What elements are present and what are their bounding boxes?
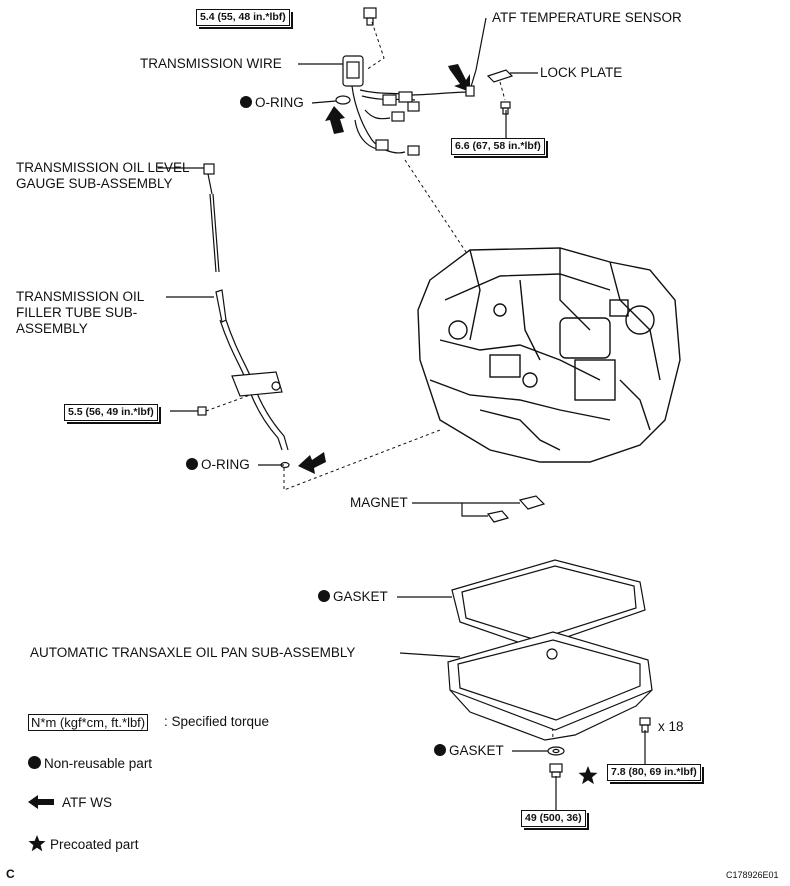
magnet-part-1	[518, 495, 546, 510]
drain-gasket-part	[547, 746, 565, 756]
atf-arrow-oring-bottom	[298, 452, 326, 474]
precoated-star-icon	[28, 835, 46, 852]
label-filler-tube: TRANSMISSION OIL FILLER TUBE SUB-ASSEMBL…	[16, 289, 144, 336]
torque-lock-plate: 6.6 (67, 58 in.*lbf)	[451, 138, 548, 158]
label-bolt-count: x 18	[658, 719, 684, 734]
torque-top-bolt: 5.4 (55, 48 in.*lbf)	[196, 9, 293, 29]
non-reusable-dot-icon	[240, 96, 252, 108]
dash-lock-plate	[499, 81, 506, 101]
label-o-ring-top: O-RING	[240, 95, 304, 111]
torque-filler-tube: 5.5 (56, 49 in.*lbf)	[64, 404, 161, 424]
pan-bolt-part	[639, 717, 651, 733]
dash-filler-bolt	[205, 394, 251, 412]
leader-atf-sensor	[469, 17, 487, 91]
leader-magnet	[412, 502, 488, 517]
corner-letter: C	[6, 867, 15, 881]
level-gauge-part	[203, 163, 220, 273]
legend-non-reusable: Non-reusable part	[28, 756, 152, 772]
dash-o-ring	[283, 429, 441, 491]
label-magnet: MAGNET	[350, 495, 408, 510]
label-gasket-drain: GASKET	[434, 743, 504, 759]
legend-atf-ws: ATF WS	[28, 795, 112, 811]
legend-torque-unit: N*m (kgf*cm, ft.*lbf)	[28, 714, 149, 731]
non-reusable-dot-icon	[186, 458, 198, 470]
dash-harness-body	[404, 159, 471, 259]
oil-pan-part	[447, 631, 653, 741]
non-reusable-dot-icon	[434, 744, 446, 756]
non-reusable-dot-icon	[318, 590, 330, 602]
legend-precoated: Precoated part	[28, 835, 139, 853]
label-level-gauge: TRANSMISSION OIL LEVEL GAUGE SUB-ASSEMBL…	[16, 160, 190, 191]
legend-torque-desc: : Specified torque	[164, 714, 270, 729]
lock-plate-part	[486, 69, 514, 115]
label-atf-temp-sensor: ATF TEMPERATURE SENSOR	[492, 10, 682, 25]
o-ring-bottom-part	[280, 461, 290, 469]
torque-drain-plug: 49 (500, 36)	[521, 810, 589, 830]
precoated-star-icon	[578, 766, 598, 785]
transaxle-body	[417, 247, 681, 463]
atf-arrow-oring-top	[325, 106, 345, 134]
atf-arrow-sensor	[448, 64, 470, 92]
label-oil-pan: AUTOMATIC TRANSAXLE OIL PAN SUB-ASSEMBLY	[30, 645, 356, 660]
torque-pan-bolts: 7.8 (80, 69 in.*lbf)	[607, 764, 704, 784]
magnet-part-2	[486, 510, 510, 523]
atf-arrow-icon	[28, 795, 54, 809]
dash-top-bolt	[365, 21, 385, 71]
label-transmission-wire: TRANSMISSION WIRE	[140, 56, 282, 71]
non-reusable-dot-icon	[28, 756, 41, 769]
o-ring-top-part	[335, 95, 351, 105]
transmission-wire-part	[335, 55, 475, 156]
drain-plug-part	[549, 763, 563, 778]
label-o-ring-bottom: O-RING	[186, 457, 250, 473]
leader-o-ring-top	[311, 100, 337, 104]
leader-oil-pan	[399, 652, 461, 658]
gasket-pan-part	[451, 559, 646, 649]
label-gasket-pan: GASKET	[318, 589, 388, 605]
filler-tube-part	[197, 289, 290, 469]
figure-id: C178926E01	[726, 870, 779, 880]
label-lock-plate: LOCK PLATE	[540, 65, 623, 80]
top-bolt-part	[363, 7, 377, 26]
